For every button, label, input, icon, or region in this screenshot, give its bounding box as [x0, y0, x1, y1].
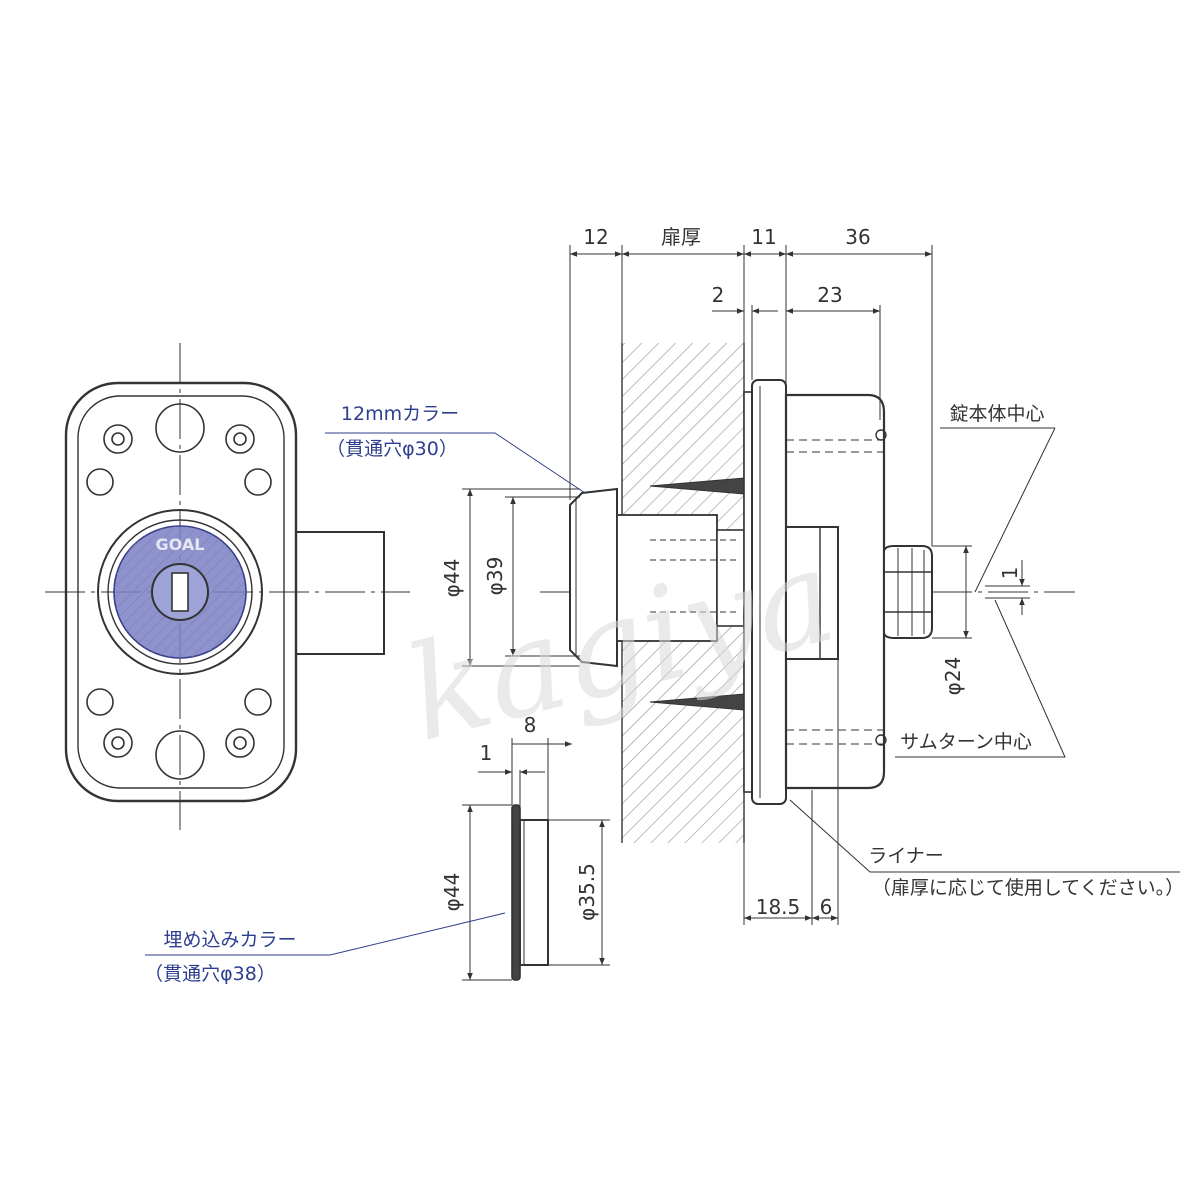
label-embedded-collar: 埋め込みカラー [163, 929, 296, 951]
label-embedded-collar-hole: （貫通穴φ38） [144, 963, 276, 985]
dim-18-5: 18.5 [756, 895, 801, 919]
label-thumbturn-center: サムターン中心 [900, 731, 1032, 753]
dim-phi-44: φ44 [440, 559, 464, 598]
side-section-view [540, 343, 1075, 843]
label-liner: ライナー [868, 845, 944, 867]
deadbolt-section [785, 526, 839, 660]
keyway-slot [171, 572, 189, 612]
embedded-collar-view [511, 804, 549, 981]
dimension-lines [462, 245, 1030, 981]
dim-2: 2 [712, 283, 725, 307]
label-12mm-collar-hole: （貫通穴φ30） [326, 438, 458, 460]
dim-23: 23 [817, 283, 842, 307]
dim-1-right: 1 [998, 567, 1022, 580]
dim-36: 36 [845, 225, 870, 249]
label-liner-note: （扉厚に応じて使用してください。） [872, 877, 1184, 899]
dim-1-collar: 1 [480, 741, 493, 765]
leader-12mm-collar [325, 432, 586, 494]
collar-body [519, 819, 549, 966]
leader-thumbturn-center [895, 599, 1066, 758]
dim-phi-39: φ39 [483, 557, 507, 596]
front-collar [569, 487, 618, 668]
cylinder-ring [107, 519, 253, 665]
thumbturn-knob [883, 545, 933, 639]
dim-8: 8 [524, 713, 537, 737]
cylinder-outer-ring [97, 509, 263, 675]
collar-flange [511, 804, 521, 981]
leader-embedded-collar [145, 912, 506, 956]
dim-11: 11 [751, 225, 776, 249]
front-case-inner [77, 395, 285, 789]
dim-phi-35-5: φ35.5 [575, 863, 599, 921]
leader-lines [145, 427, 1180, 956]
deadbolt-box [295, 531, 385, 655]
dim-door-thickness: 扉厚 [661, 225, 701, 249]
front-view [45, 343, 410, 830]
brand-logo: GOAL [156, 535, 205, 554]
label-lock-body-center: 錠本体中心 [949, 403, 1044, 425]
leader-lock-center [974, 427, 1056, 593]
screw-holes [86, 403, 272, 780]
dim-phi-44-collar: φ44 [440, 873, 464, 912]
dim-phi-24: φ24 [941, 657, 965, 696]
label-12mm-collar: 12mmカラー [341, 403, 459, 425]
dim-6: 6 [820, 895, 833, 919]
dim-12: 12 [583, 225, 608, 249]
leader-liner [789, 799, 1180, 873]
